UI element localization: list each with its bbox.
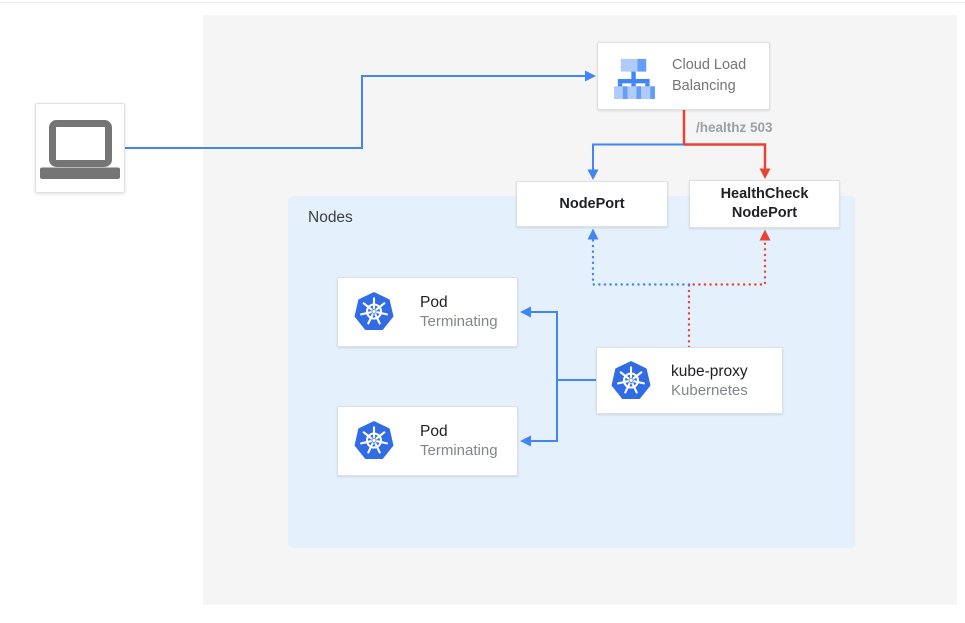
kubeproxy-to-pod1-arrow [520,306,596,381]
client-to-lb-arrow [125,70,596,149]
cloud-load-balancing-label: Cloud Load Balancing [672,57,747,94]
pod-status: Terminating [420,313,498,330]
load-balancer-icon [611,54,656,99]
lb-to-nodeport-arrow [587,143,684,180]
healthcheck-label-line2: NodePort [731,205,798,221]
kube-proxy-title: kube-proxy [671,362,748,380]
lb-to-healthcheck-arrow [682,110,771,179]
kubeproxy-to-nodeport-dotted-arrow [587,228,691,286]
kube-proxy-node: kube-proxy Kubernetes [596,347,783,414]
laptop-icon [35,103,125,193]
cloud-load-balancing-node: Cloud Load Balancing [597,42,770,110]
pod-title: Pod [420,423,448,440]
healthcheck-nodeport-node: HealthCheck NodePort [689,180,840,228]
kubernetes-icon [354,292,394,332]
pod-node-1: Pod Terminating [337,277,518,347]
kubeproxy-to-healthcheck-dotted-arrow [687,229,771,349]
nodeport-node: NodePort [516,181,668,227]
pod-title: Pod [420,294,448,311]
pod-status: Terminating [420,442,498,459]
kubernetes-icon [611,360,651,401]
nodeport-label: NodePort [559,196,625,212]
kubeproxy-to-pod2-arrow [520,380,558,447]
pod-node-2: Pod Terminating [337,406,518,476]
healthcheck-label-line1: HealthCheck [720,185,809,202]
nodes-panel-label: Nodes [308,209,353,226]
client-device-node [35,103,125,193]
healthz-status-label: /healthz 503 [696,120,773,135]
page-divider [0,2,965,3]
kubernetes-icon [354,421,394,461]
kube-proxy-subtitle: Kubernetes [671,381,748,399]
